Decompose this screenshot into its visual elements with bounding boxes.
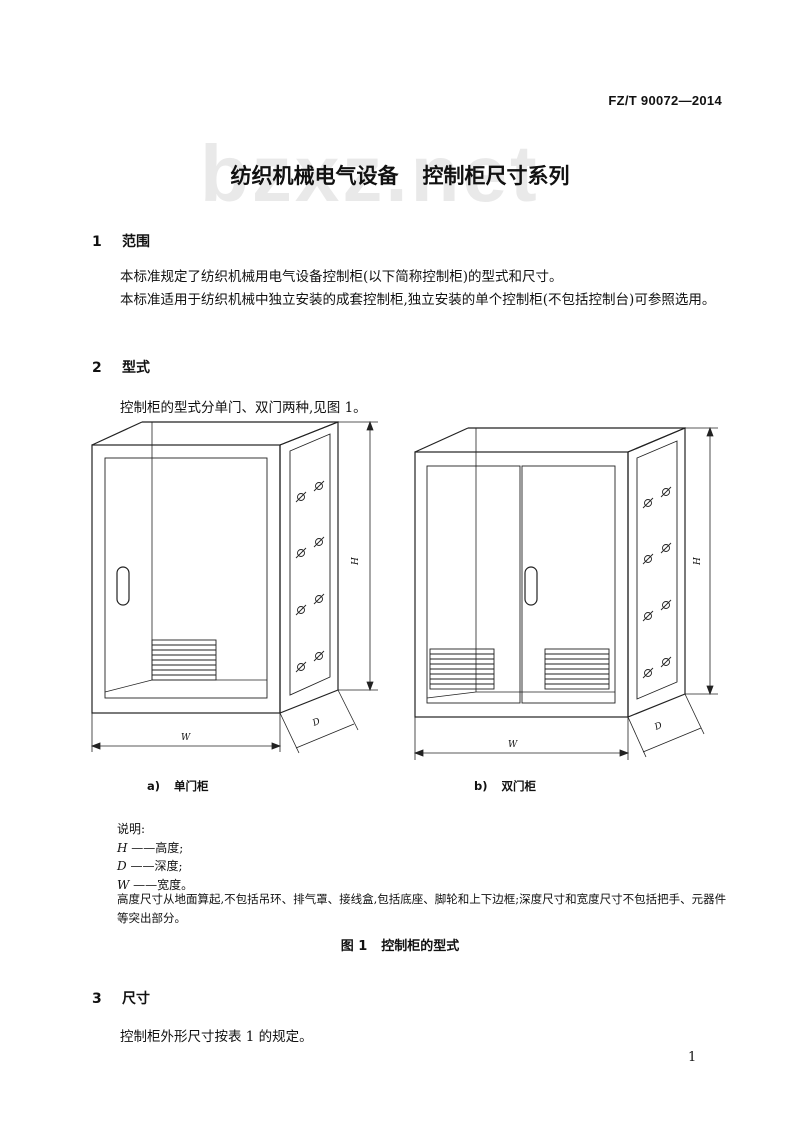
legend-item-depth: D ——深度; [117, 859, 183, 873]
door-handle [116, 566, 130, 606]
dim-label-height-b: H [693, 557, 703, 566]
title-part-1: 纺织机械电气设备 [230, 164, 399, 188]
legend-item-height: H ——高度; [117, 840, 184, 855]
legend-symbol-w: W [117, 877, 130, 892]
caption-a-text: 单门柜 [174, 779, 209, 793]
figure-title: 图 1 控制柜的型式 [0, 935, 800, 954]
side-panel-screws-b [642, 486, 672, 679]
section-3-paragraph: 控制柜外形尺寸按表 1 的规定。 [120, 1029, 313, 1045]
figure-number: 图 1 [340, 939, 368, 954]
dim-label-height-a: H [351, 557, 361, 566]
section-1-paragraph-2: 本标准适用于纺织机械中独立安装的成套控制柜,独立安装的单个控制柜(不包括控制台)… [120, 292, 716, 308]
standard-code: FZ/T 90072—2014 [608, 93, 722, 108]
section-2-heading: 2 型式 [92, 357, 150, 377]
figure-legend: 说明: H ——高度; D ——深度; W ——宽度。 [117, 820, 193, 894]
caption-b-text: 双门柜 [501, 779, 537, 793]
watermark: bzxz.net [200, 129, 540, 218]
dimension-lines-a [90, 420, 378, 754]
section-1-title: 范围 [122, 234, 150, 250]
figure-title-text: 控制柜的型式 [381, 939, 460, 954]
caption-a-label: a) [147, 779, 161, 793]
section-3-number: 3 [92, 991, 102, 1007]
caption-b: b) 双门柜 [474, 778, 536, 794]
document-title: 纺织机械电气设备控制柜尺寸系列 [0, 160, 800, 190]
dim-label-depth-a: D [310, 717, 321, 729]
single-door-cabinet [91, 421, 339, 714]
section-1-paragraph-1: 本标准规定了纺织机械用电气设备控制柜(以下简称控制柜)的型式和尺寸。 [120, 269, 563, 285]
legend-symbol-d: D [117, 859, 127, 873]
section-1-number: 1 [92, 234, 102, 250]
section-1-body: 本标准规定了纺织机械用电气设备控制柜(以下简称控制柜)的型式和尺寸。 本标准适用… [92, 266, 722, 312]
side-panel-screws-a [295, 480, 325, 673]
section-3-heading: 3 尺寸 [92, 988, 150, 1008]
dim-label-width-b: W [508, 740, 518, 750]
caption-a: a) 单门柜 [147, 778, 209, 794]
dim-label-width-a: W [181, 733, 191, 743]
section-1-heading: 1 范围 [92, 231, 150, 251]
door-handle-right [524, 566, 538, 606]
page-number: 1 [688, 1050, 697, 1065]
section-3-title: 尺寸 [122, 991, 150, 1007]
section-2-number: 2 [92, 360, 102, 376]
legend-symbol-h: H [117, 840, 128, 855]
caption-b-label: b) [474, 779, 488, 793]
section-2-title: 型式 [122, 360, 150, 376]
dim-label-depth-b: D [652, 721, 663, 733]
dimension-lines-b [413, 426, 718, 760]
legend-title: 说明: [117, 822, 146, 836]
figure-note: 高度尺寸从地面算起,不包括吊环、排气罩、接线盒,包括底座、脚轮和上下边框;深度尺… [117, 892, 727, 925]
title-part-2: 控制柜尺寸系列 [422, 164, 570, 188]
legend-item-width: W ——宽度。 [117, 877, 194, 892]
section-2-paragraph: 控制柜的型式分单门、双门两种,见图 1。 [120, 400, 367, 416]
